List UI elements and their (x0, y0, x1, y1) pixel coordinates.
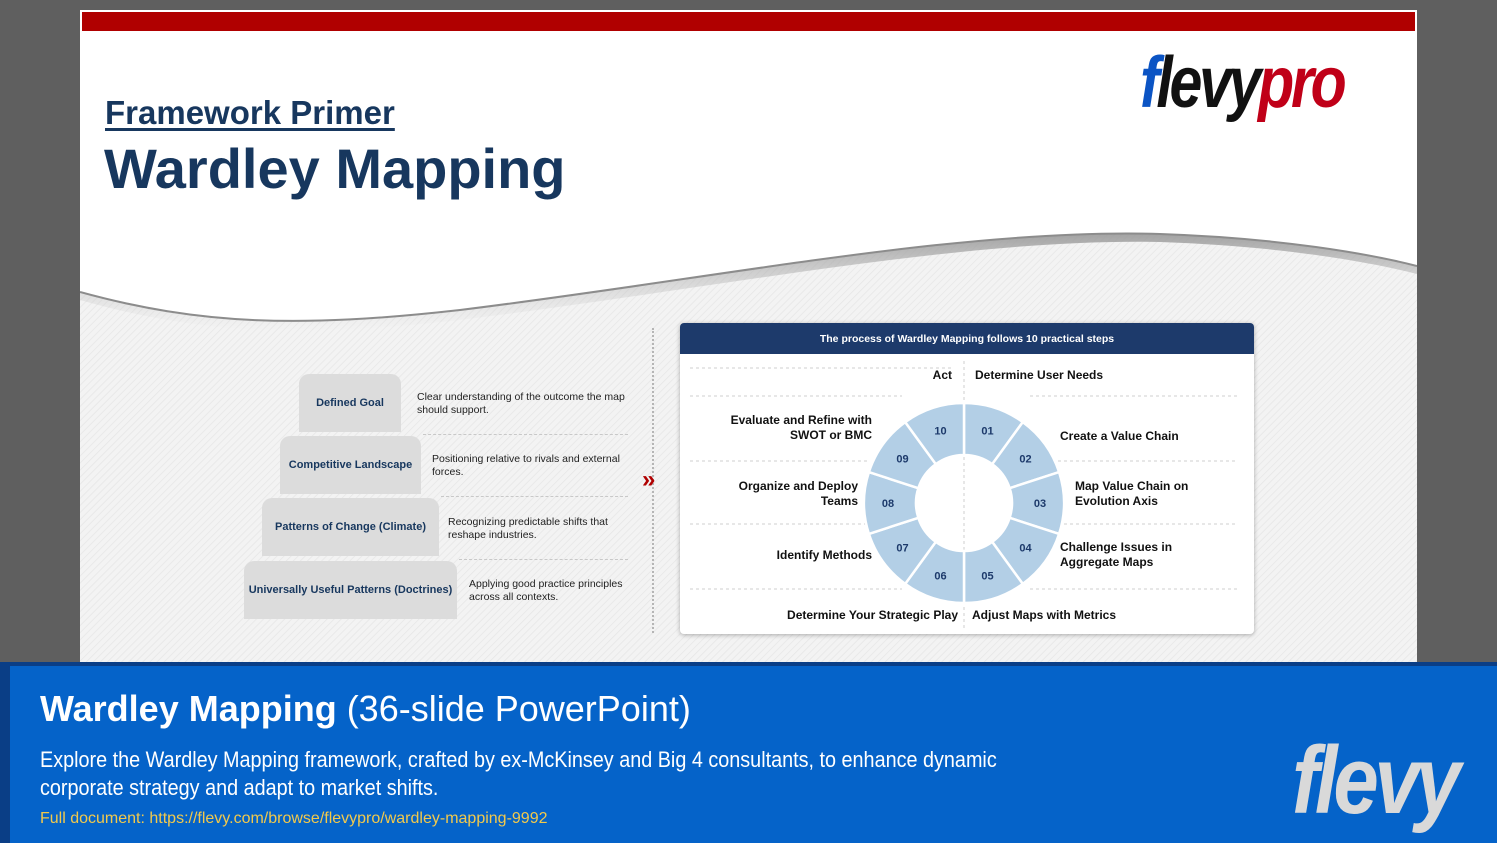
pyramid-desc-competitive-landscape: Positioning relative to rivals and exter… (432, 453, 620, 478)
donut-number-05: 05 (981, 570, 993, 582)
donut-number-06: 06 (934, 570, 946, 582)
process-donut: 01 02 03 04 05 06 07 08 09 10 (690, 361, 1238, 628)
step-label-08: Organize and Deploy Teams (738, 479, 858, 508)
donut-number-04: 04 (1019, 543, 1032, 555)
pyramid-step-competitive-landscape: Competitive Landscape (280, 436, 421, 494)
full-document-link[interactable]: Full document: https://flevy.com/browse/… (40, 810, 548, 827)
process-card: 01 02 03 04 05 06 07 08 09 10 The process of Ward… (680, 323, 1254, 634)
slide-title: Wardley Mapping (104, 137, 566, 200)
process-card-header: The process of Wardley Mapping follows 1… (680, 323, 1254, 354)
top-red-bar (82, 12, 1415, 31)
donut-number-08: 08 (882, 498, 894, 510)
banner-edge (0, 666, 10, 843)
donut-segment-10 (903, 401, 966, 466)
bottom-banner (0, 662, 1497, 843)
pyramid-divider (441, 496, 628, 497)
step-label-04: Challenge Issues in Aggregate Maps (1060, 540, 1173, 569)
donut-number-03: 03 (1034, 498, 1046, 510)
step-label-06: Determine Your Strategic Play (787, 608, 958, 622)
step-label-07: Identify Methods (776, 548, 872, 562)
donut-number-07: 07 (896, 543, 908, 555)
flevypro-logo: flevypro (1140, 43, 1347, 123)
pyramid-desc-defined-goal: Clear understanding of the outcome the m… (417, 391, 625, 416)
step-label-10: Act (932, 368, 952, 382)
step-label-03: Map Value Chain on Evolution Axis (1075, 479, 1189, 508)
pyramid-step-climate: Patterns of Change (Climate) (262, 498, 439, 556)
step-label-02: Create a Value Chain (1060, 429, 1179, 443)
donut-number-01: 01 (981, 426, 993, 438)
vertical-divider (652, 328, 654, 633)
banner-title: Wardley Mapping (36-slide PowerPoint) (40, 688, 691, 729)
banner-description: Explore the Wardley Mapping framework, c… (40, 747, 997, 800)
pyramid-divider (423, 434, 628, 435)
step-label-09: Evaluate and Refine with SWOT or BMC (730, 413, 872, 442)
donut-number-02: 02 (1019, 453, 1031, 465)
step-label-05: Adjust Maps with Metrics (972, 608, 1117, 622)
pyramid-step-defined-goal: Defined Goal (299, 374, 401, 432)
pyramid-step-doctrines: Universally Useful Patterns (Doctrines) (244, 561, 457, 619)
pyramid-desc-climate: Recognizing predictable shifts that resh… (448, 516, 608, 541)
pyramid-divider (459, 559, 628, 560)
donut-number-09: 09 (896, 453, 908, 465)
chevron-right-icon: » (642, 466, 656, 493)
donut-number-10: 10 (934, 426, 946, 438)
pyramid-desc-doctrines: Applying good practice principles across… (469, 578, 623, 603)
step-label-01: Determine User Needs (975, 368, 1104, 382)
slide: Framework Primer Wardley Mapping flevypr… (80, 10, 1417, 662)
framework-primer-heading: Framework Primer (105, 94, 395, 131)
flevy-logo: flevy (1292, 727, 1461, 834)
